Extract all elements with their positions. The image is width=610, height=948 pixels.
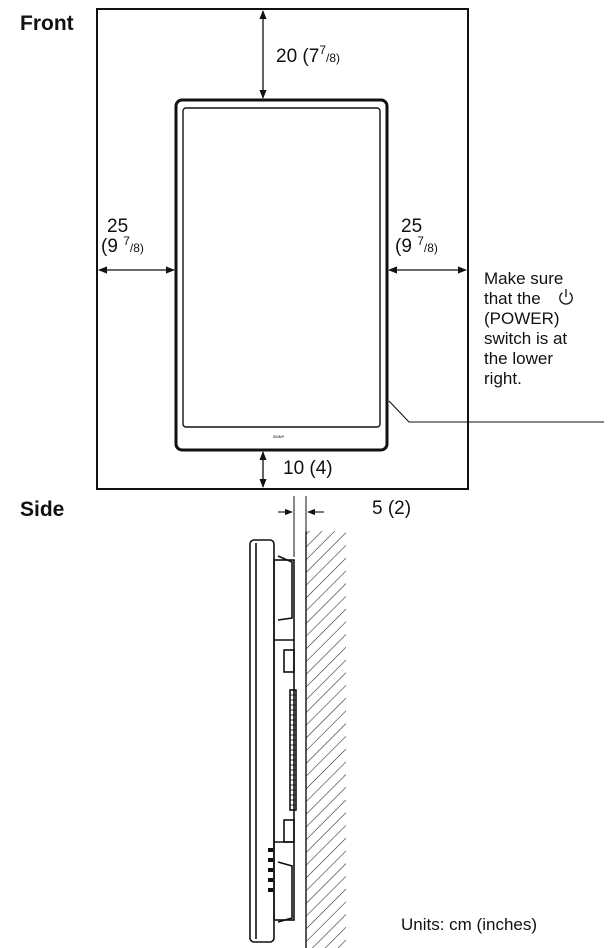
side-control-buttons — [268, 848, 273, 892]
monitor-logo: SONY — [273, 434, 285, 439]
note-line-3: (POWER) — [484, 309, 560, 328]
side-label: Side — [20, 498, 64, 521]
right-clearance-line1: 25 — [401, 216, 422, 237]
note-line-2: that the — [484, 289, 541, 308]
left-clearance-line1: 25 — [107, 216, 128, 237]
bottom-clearance-label: 10 (4) — [283, 458, 333, 479]
power-icon — [559, 289, 573, 305]
side-gap-label: 5 (2) — [372, 498, 411, 519]
wall — [305, 531, 346, 948]
clearance-boundary — [96, 8, 469, 490]
power-switch-note: Make sure that the (POWER) switch is at … — [484, 269, 573, 388]
power-switch-leader — [388, 400, 604, 423]
units-label: Units: cm (inches) — [401, 915, 537, 934]
left-clearance-line2: (9 7/8) — [101, 234, 144, 257]
top-clearance-label: 20 (77/8) — [276, 43, 340, 67]
note-line-6: right. — [484, 369, 522, 388]
right-clearance-line2: (9 7/8) — [395, 234, 438, 257]
side-gap-dimension — [278, 496, 324, 557]
side-vent-ribs — [290, 694, 296, 806]
note-line-5: the lower — [484, 349, 553, 368]
monitor-front: SONY — [174, 98, 389, 452]
front-label: Front — [20, 12, 74, 35]
note-line-1: Make sure — [484, 269, 563, 288]
note-line-4: switch is at — [484, 329, 567, 348]
